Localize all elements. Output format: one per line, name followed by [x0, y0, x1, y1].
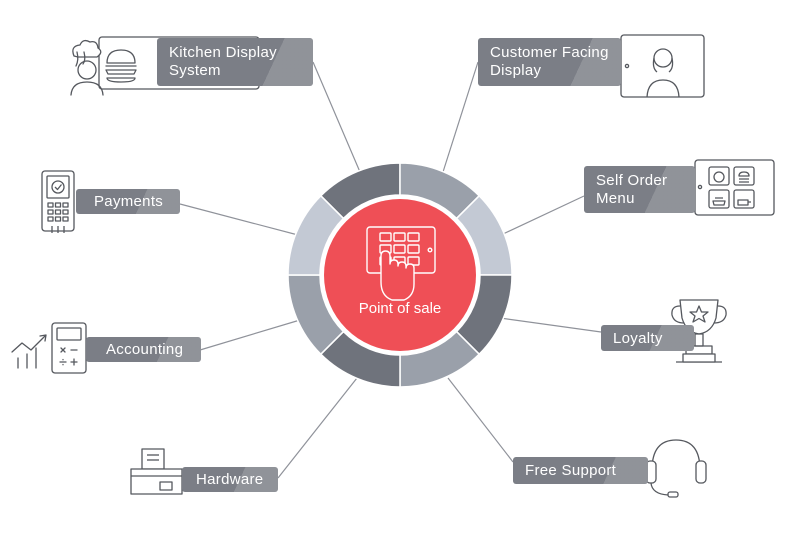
- menu-tablet-icon: [694, 159, 775, 216]
- card-terminal-icon: [41, 170, 75, 233]
- connector-loyalty: [499, 317, 602, 333]
- connector-support: [447, 377, 514, 463]
- connector-self-order: [502, 195, 585, 235]
- ring: [287, 162, 513, 388]
- headset-icon: [645, 439, 707, 498]
- connector-kitchen: [312, 61, 361, 173]
- receipt-printer-icon: [130, 448, 183, 495]
- pos-tablet-icon: [366, 226, 436, 301]
- node-hardware-label: Hardware: [182, 467, 278, 492]
- tablet-person-icon: [620, 34, 705, 98]
- connector-payments: [179, 203, 299, 236]
- connector-lines: [179, 61, 602, 479]
- node-customer-label: Customer Facing Display: [478, 38, 621, 86]
- connector-hardware: [277, 377, 358, 479]
- calculator-chart-icon: [11, 322, 87, 374]
- center-label: Point of sale: [358, 300, 442, 317]
- node-loyalty-label: Loyalty: [601, 325, 694, 351]
- node-self-order-label: Self Order Menu: [584, 166, 695, 213]
- node-accounting-label: Accounting: [86, 337, 201, 362]
- ring-segment-8: [287, 194, 345, 276]
- connector-customer: [442, 61, 479, 173]
- connector-accounting: [199, 319, 301, 351]
- node-kitchen-label: Kitchen Display System: [157, 38, 313, 86]
- node-payments-label: Payments: [76, 189, 180, 214]
- node-support-label: Free Support: [513, 457, 648, 484]
